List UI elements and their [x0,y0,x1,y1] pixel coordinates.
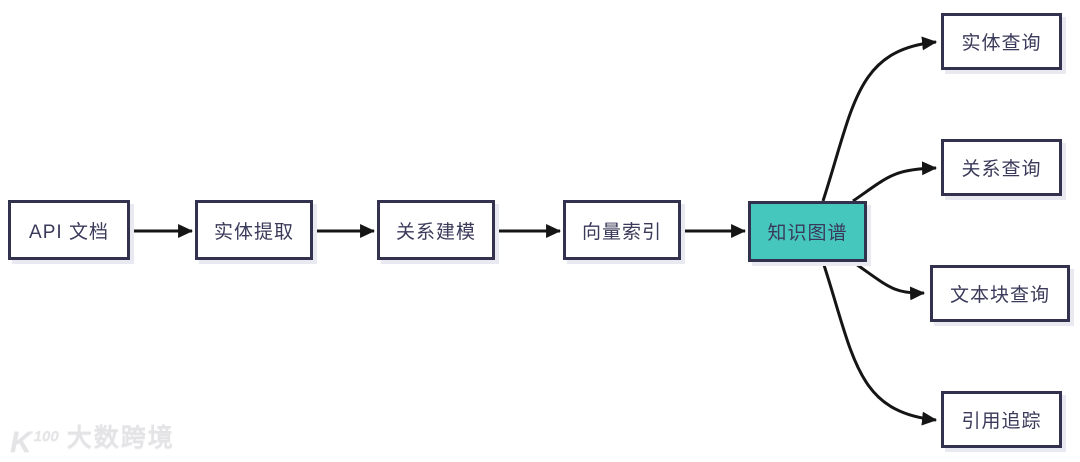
node-vector-index-label: 向量索引 [581,221,662,243]
node-entity-query[interactable]: 实体查询 [941,13,1062,70]
node-citation-trace-label: 引用追踪 [961,411,1042,432]
node-entity-extract-label: 实体提取 [213,221,294,243]
node-relation-query[interactable]: 关系查询 [941,139,1062,196]
node-api-doc-label: API 文档 [29,221,109,243]
node-entity-query-label: 实体查询 [961,33,1042,54]
node-knowledge-graph[interactable]: 知识图谱 [748,201,867,262]
connector-kg-to-citation-trace [821,261,938,426]
node-api-doc[interactable]: API 文档 [8,200,130,260]
node-chunk-query[interactable]: 文本块查询 [930,265,1070,322]
node-vector-index[interactable]: 向量索引 [563,200,681,260]
node-relation-query-label: 关系查询 [961,159,1042,180]
node-relation-model[interactable]: 关系建模 [377,200,495,260]
node-knowledge-graph-label: 知识图谱 [767,223,848,244]
connector-kg-to-chunk-query [852,260,926,301]
watermark-logo-icon: K100 [10,426,59,459]
watermark: K100 大数跨境 [10,418,175,459]
node-entity-extract[interactable]: 实体提取 [195,200,313,260]
watermark-text: 大数跨境 [66,424,175,452]
connector-kg-to-relation-query [852,161,938,203]
node-relation-model-label: 关系建模 [395,221,476,243]
connector-kg-to-entity-query [821,36,938,202]
node-chunk-query-label: 文本块查询 [949,285,1050,306]
node-citation-trace[interactable]: 引用追踪 [941,391,1062,448]
